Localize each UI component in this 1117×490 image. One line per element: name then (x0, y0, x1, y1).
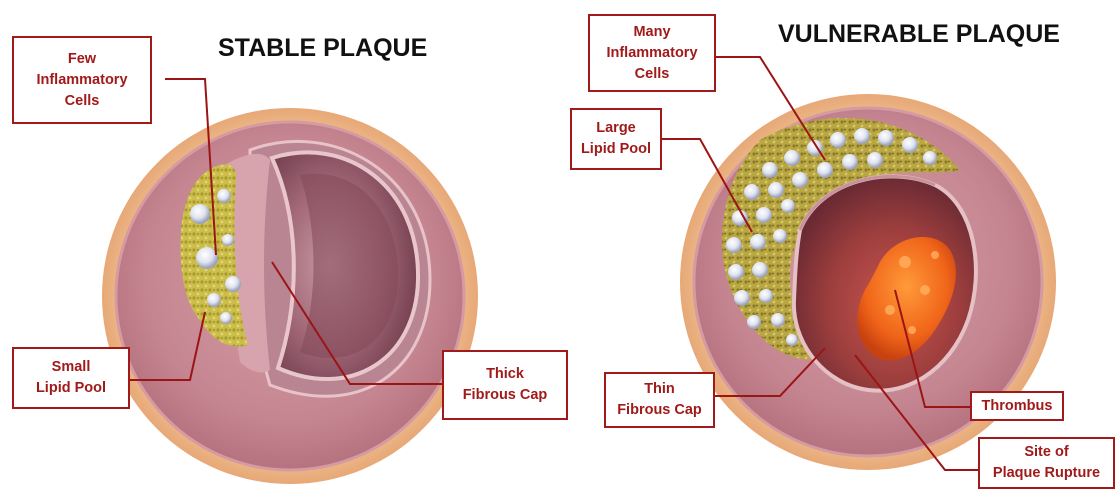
stable-vessel (102, 108, 478, 484)
label-few-line2: Inflammatory (36, 70, 127, 91)
label-many-line3: Cells (635, 64, 670, 85)
label-small-lipid-pool: Small Lipid Pool (12, 347, 130, 409)
label-thick-line2: Fibrous Cap (463, 385, 548, 406)
vulnerable-plaque-title: VULNERABLE PLAQUE (778, 20, 1060, 49)
label-small-line2: Lipid Pool (36, 378, 106, 399)
stable-plaque-title: STABLE PLAQUE (218, 34, 427, 63)
label-few-inflammatory-cells: Few Inflammatory Cells (12, 36, 152, 124)
label-many-line1: Many (633, 22, 670, 43)
label-thick-fibrous-cap: Thick Fibrous Cap (442, 350, 568, 420)
label-thick-line1: Thick (486, 364, 524, 385)
label-large-lipid-pool: Large Lipid Pool (570, 108, 662, 170)
label-thin-line2: Fibrous Cap (617, 400, 702, 421)
label-site-of-plaque-rupture: Site of Plaque Rupture (978, 437, 1115, 489)
label-thin-fibrous-cap: Thin Fibrous Cap (604, 372, 715, 428)
label-many-line2: Inflammatory (606, 43, 697, 64)
label-large-line1: Large (596, 118, 636, 139)
label-small-line1: Small (52, 357, 91, 378)
label-thin-line1: Thin (644, 379, 675, 400)
label-many-inflammatory-cells: Many Inflammatory Cells (588, 14, 716, 92)
label-large-line2: Lipid Pool (581, 139, 651, 160)
label-few-line3: Cells (65, 91, 100, 112)
label-thrombus-line1: Thrombus (982, 396, 1053, 417)
label-few-line1: Few (68, 49, 96, 70)
label-thrombus: Thrombus (970, 391, 1064, 421)
label-rupture-line1: Site of (1024, 442, 1068, 463)
label-rupture-line2: Plaque Rupture (993, 463, 1100, 484)
